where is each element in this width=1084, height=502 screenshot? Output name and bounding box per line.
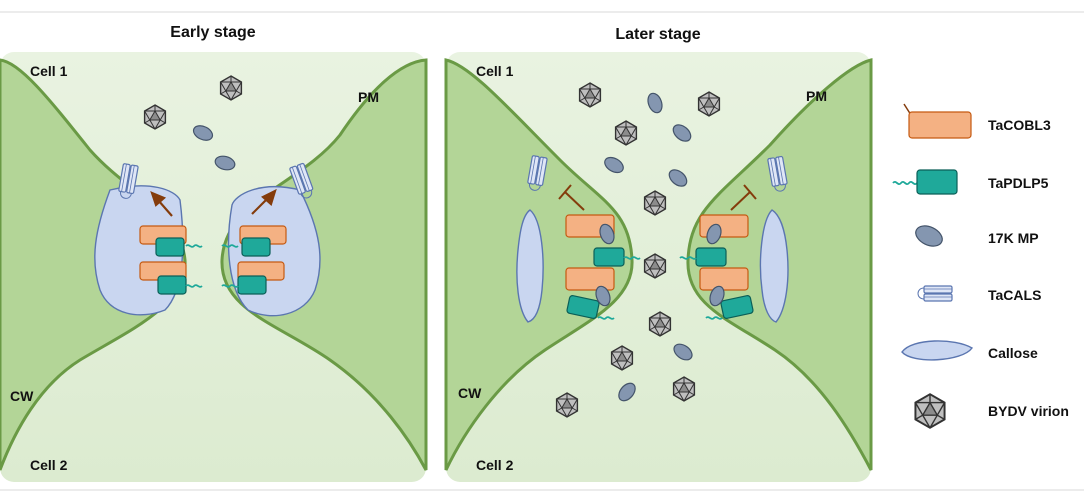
legend-label-tacals: TaCALS: [988, 287, 1041, 303]
legend-item-tacobl3: TaCOBL3: [903, 103, 1051, 139]
early-left-cell-wall: [0, 58, 187, 471]
later-bydv-virion-icon-6: [648, 311, 672, 337]
early-right-tapdlp5-icon: [241, 237, 271, 257]
later-cw-label: CW: [458, 385, 482, 401]
later-right-inhibition: [730, 184, 757, 211]
early-stage-panel: Early stage: [0, 24, 428, 482]
legend-item-callose: Callose: [901, 340, 1038, 361]
early-cw-label: CW: [10, 388, 34, 404]
later-left-inhibition: [558, 184, 585, 211]
tapdlp5-icon: [916, 169, 958, 195]
later-right-tapdlp5-icon: [695, 247, 727, 267]
later-bydv-virion-icon-4: [643, 190, 667, 216]
early-bydv-virion-icon: [143, 104, 167, 130]
legend-label-bydv-virion: BYDV virion: [988, 403, 1069, 419]
early-cell2-label: Cell 2: [30, 457, 68, 473]
early-stage-title: Early stage: [170, 24, 255, 41]
later-bydv-virion-icon-3: [614, 120, 638, 146]
later-right-tapdlp5-icon-2: [720, 295, 754, 319]
early-right-tapdlp5-icon-2: [237, 275, 267, 295]
17k-mp-icon: [915, 225, 943, 247]
later-bydv-virion-icon-7: [610, 345, 634, 371]
early-cell1-label: Cell 1: [30, 63, 68, 79]
later-pm-label: PM: [806, 88, 827, 104]
later-left-tacobl3-icon-2: [565, 267, 615, 291]
early-bydv-virion-icon-2: [219, 75, 243, 101]
early-left-arrow: [150, 191, 173, 217]
early-left-tapdlp5-icon: [155, 237, 185, 257]
callose-icon: [901, 340, 974, 361]
bydv-virion-icon: [914, 393, 946, 429]
later-bydv-virion-icon-2: [697, 91, 721, 117]
legend-item-tapdlp5: TaPDLP5: [892, 169, 1049, 195]
legend-item-17k-mp: 17K MP: [915, 225, 1039, 247]
later-stage-panel: Later stage: [444, 26, 873, 482]
tacals-icon: [917, 285, 953, 302]
later-cell1-label: Cell 1: [476, 63, 514, 79]
early-left-tapdlp5-icon-2: [157, 275, 187, 295]
legend-label-callose: Callose: [988, 345, 1038, 361]
later-right-callose-icon: [759, 209, 789, 323]
later-right-tacobl3-icon-2: [699, 267, 749, 291]
legend-label-tacobl3: TaCOBL3: [988, 117, 1051, 133]
later-bydv-virion-icon: [578, 82, 602, 108]
early-right-cell-wall: [220, 58, 428, 471]
tacobl3-icon: [908, 111, 972, 139]
legend: TaCOBL3 TaPDLP5 17K MP TaCALS Callose BY…: [892, 103, 1069, 429]
later-cell2-label: Cell 2: [476, 457, 514, 473]
early-right-arrow: [251, 188, 277, 215]
legend-item-bydv-virion: BYDV virion: [914, 393, 1069, 429]
later-left-callose-icon: [516, 209, 544, 323]
early-pm-label: PM: [358, 89, 379, 105]
legend-label-tapdlp5: TaPDLP5: [988, 175, 1049, 191]
later-left-tapdlp5-icon-2: [566, 295, 600, 319]
later-bydv-virion-icon-5: [643, 253, 667, 279]
later-bydv-virion-icon-9: [555, 392, 579, 418]
later-bydv-virion-icon-8: [672, 376, 696, 402]
legend-item-tacals: TaCALS: [917, 285, 1041, 303]
later-left-tapdlp5-icon: [593, 247, 625, 267]
legend-label-17k-mp: 17K MP: [988, 230, 1039, 246]
later-stage-title: Later stage: [615, 26, 700, 43]
